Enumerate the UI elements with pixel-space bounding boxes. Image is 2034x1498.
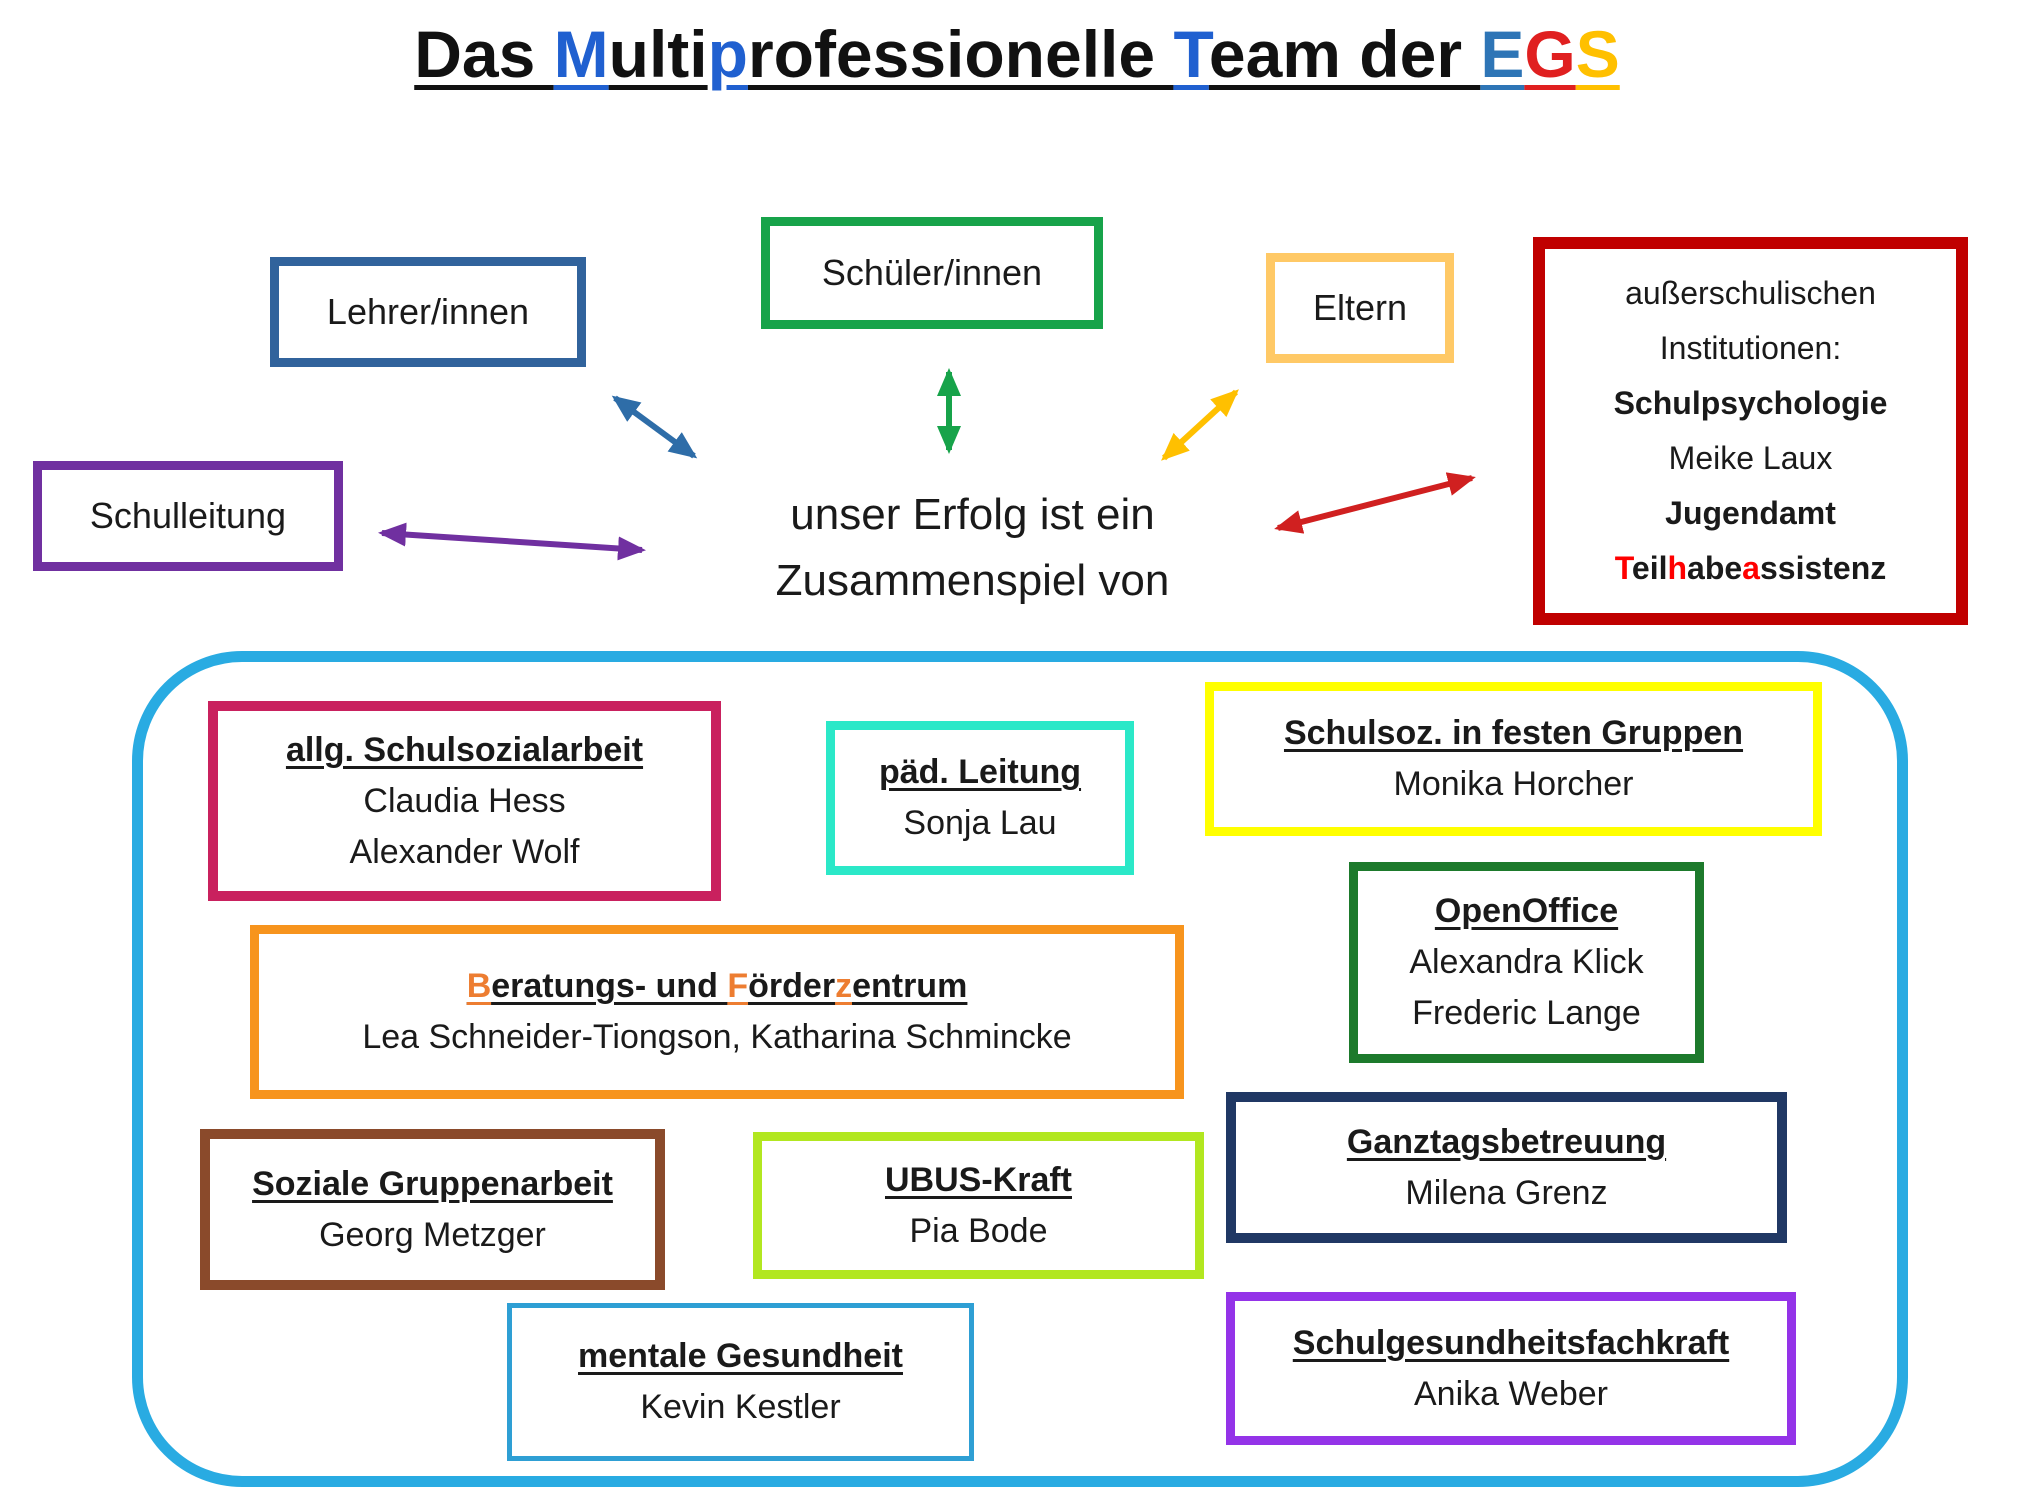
arrow-center-eltern [1161, 389, 1239, 461]
team-box-title: Ganztagsbetreuung [1346, 1122, 1667, 1161]
team-box-schulgesundheitsfachkraft: Schulgesundheitsfachkraft Anika Weber [1226, 1292, 1796, 1445]
externe-line-5: Jugendamt [1665, 495, 1836, 532]
externe-line-4: Meike Laux [1668, 440, 1833, 476]
team-box-ganztagsbetreuung: Ganztagsbetreuung Milena Grenz [1226, 1092, 1787, 1243]
arrow-center-lehrer [611, 395, 698, 459]
team-member-name: Alexandra Klick [1409, 943, 1644, 981]
externe-line-1: außerschulischen [1625, 274, 1876, 311]
node-schulleitung-label: Schulleitung [89, 495, 287, 536]
arrow-center-externe [1274, 472, 1476, 534]
node-eltern-label: Eltern [1312, 287, 1408, 328]
team-member-name: Anika Weber [1413, 1374, 1609, 1413]
team-box-soziale-gruppenarbeit: Soziale Gruppenarbeit Georg Metzger [200, 1129, 665, 1290]
team-box-title: UBUS-Kraft [885, 1160, 1072, 1199]
team-box-title: Schulsoz. in festen Gruppen [1283, 714, 1744, 752]
node-schueler-label: Schüler/innen [821, 252, 1043, 293]
center-text-line-2: Zusammenspiel von [775, 556, 1170, 605]
team-member-name: Milena Grenz [1405, 1173, 1608, 1212]
team-member-name: Kevin Kestler [640, 1388, 841, 1426]
team-member-name: Lea Schneider-Tiongson, Katharina Schmin… [362, 1018, 1072, 1056]
team-member-name: Frederic Lange [1412, 994, 1641, 1032]
team-box-title: allg. Schulsozialarbeit [285, 730, 644, 769]
team-member-name: Claudia Hess [363, 781, 566, 820]
team-member-name: Sonja Lau [903, 804, 1057, 842]
team-box-title: Schulgesundheitsfachkraft [1292, 1323, 1730, 1362]
center-text-line-1: unser Erfolg ist ein [790, 490, 1155, 539]
externe-line-2: Institutionen: [1659, 329, 1842, 366]
team-box-ubus-kraft: UBUS-Kraft Pia Bode [753, 1132, 1204, 1279]
arrow-center-schulleitung [378, 522, 646, 561]
team-member-name: Pia Bode [909, 1211, 1048, 1250]
team-box-paed-leitung: päd. Leitung Sonja Lau [826, 721, 1134, 875]
externe-line-3: Schulpsychologie [1613, 384, 1888, 421]
team-box-title: Soziale Gruppenarbeit [252, 1164, 613, 1203]
node-externe-institutionen: außerschulischen Institutionen: Schulpsy… [1533, 237, 1968, 625]
team-box-mentale-gesundheit: mentale Gesundheit Kevin Kestler [507, 1303, 974, 1461]
team-box-title: Beratungs- und Förderzentrum [466, 967, 968, 1005]
team-member-name: Alexander Wolf [349, 832, 580, 871]
node-eltern: Eltern [1266, 253, 1454, 363]
team-box-openoffice: OpenOffice Alexandra Klick Frederic Lang… [1349, 862, 1704, 1063]
node-lehrer: Lehrer/innen [270, 257, 586, 367]
team-box-schulsoz-feste-gruppen: Schulsoz. in festen Gruppen Monika Horch… [1205, 682, 1822, 836]
team-box-title: päd. Leitung [878, 753, 1082, 791]
team-member-name: Monika Horcher [1393, 765, 1634, 803]
team-box-title: OpenOffice [1434, 892, 1619, 930]
node-schueler: Schüler/innen [761, 217, 1103, 329]
page-title: Das Multiprofessionelle Team der EGS [414, 17, 1620, 91]
center-text: unser Erfolg ist ein Zusammenspiel von [690, 482, 1255, 614]
team-box-beratungs-foerderzentrum: Beratungs- und Förderzentrum Lea Schneid… [250, 925, 1184, 1099]
team-member-name: Georg Metzger [319, 1215, 546, 1254]
externe-line-6: Teilhabeassistenz [1614, 550, 1887, 587]
node-schulleitung: Schulleitung [33, 461, 343, 571]
team-box-allg-schulsozialarbeit: allg. Schulsozialarbeit Claudia Hess Ale… [208, 701, 721, 901]
team-box-title: mentale Gesundheit [578, 1337, 903, 1375]
node-lehrer-label: Lehrer/innen [326, 291, 530, 332]
